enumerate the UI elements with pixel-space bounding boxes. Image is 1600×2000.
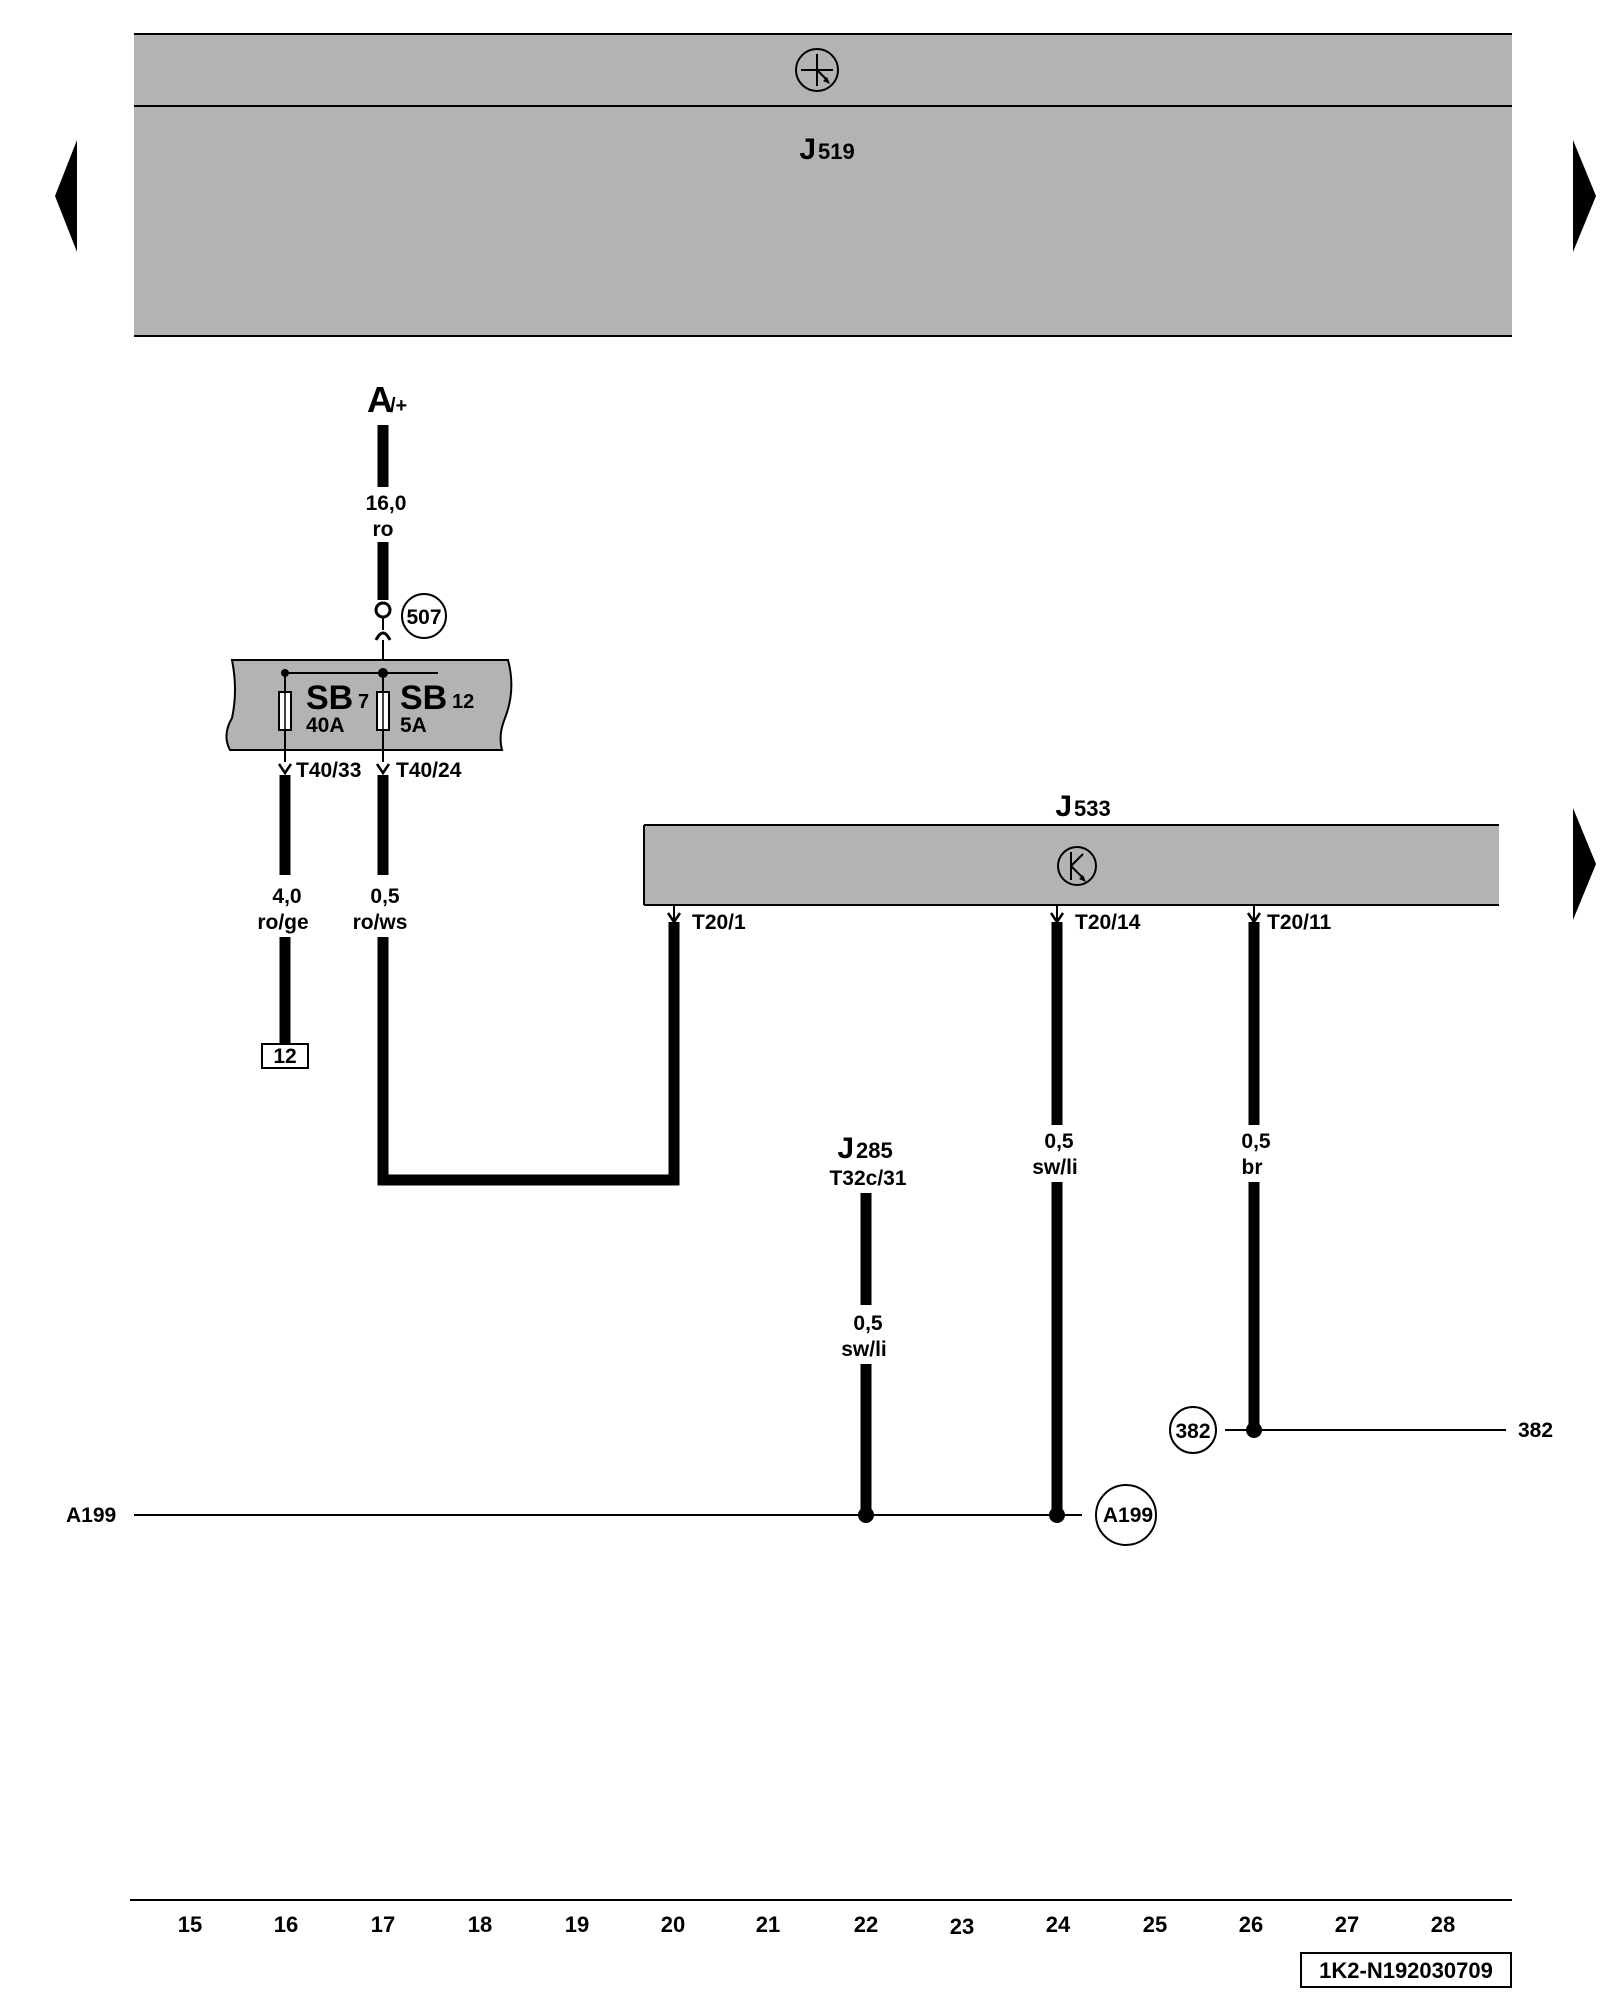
grid-number: 15 [178,1912,202,1937]
grid-scale: 15 16 17 18 19 20 21 22 23 24 25 26 27 2… [178,1912,1455,1939]
wire-color: sw/li [841,1338,887,1361]
junction-dot [858,1507,874,1523]
pin-label: T20/11 [1267,911,1332,934]
wire-color: ro/ge [257,911,308,934]
junction-dot [1049,1507,1065,1523]
connection-point-a199 [1095,1484,1157,1546]
pin-label: T40/24 [396,759,462,782]
connector-point-507 [401,593,447,639]
fuse-sb12-sub: 12 [452,691,474,713]
j533-label: J [1055,790,1072,823]
wire-size: 4,0 [272,885,301,908]
grid-number: 28 [1431,1912,1455,1937]
grid-number: 19 [565,1912,589,1937]
pin-arrow-icon [375,763,391,776]
connection-point-382 [1169,1406,1217,1454]
wire-sb12-to-j533 [377,922,680,1186]
j533-sub: 533 [1074,796,1111,821]
line-382-label: 382 [1518,1419,1553,1442]
wire-size: 0,5 [853,1312,883,1335]
pin-arrow-icon [277,763,293,776]
grid-number: 22 [854,1912,878,1937]
triangle-left-icon[interactable] [55,140,77,252]
j285-pin: T32c/31 [829,1167,906,1190]
grid-number: 25 [1143,1912,1167,1937]
wire-color: ro/ws [353,911,408,934]
connection-point-382-label: 382 [1175,1420,1210,1443]
line-a199-label: A199 [66,1504,116,1527]
reference-box-12 [261,1043,309,1069]
grid-number: 21 [756,1912,780,1937]
pin-label: T40/33 [296,759,361,782]
grid-number: 20 [661,1912,685,1937]
triangle-right-icon[interactable] [1573,140,1596,252]
grid-number: 18 [468,1912,492,1937]
fuse-sb7-rating: 40A [306,714,345,737]
grid-number: 16 [274,1912,298,1937]
fuse-sb7-label: SB [306,679,353,717]
terminal-point [374,601,392,619]
pin-label: T20/1 [692,911,746,934]
triangle-right-icon[interactable] [1573,808,1596,920]
wire-color: ro [373,518,394,541]
wire-size: 0,5 [1044,1130,1074,1153]
wire-size: 16,0 [366,492,407,515]
grid-number: 23 [950,1914,974,1939]
control-unit-star-icon [795,48,839,92]
fuse-holder-sb: SB 7 40A SB 12 5A [225,659,513,762]
j519-module: J 519 [134,33,1512,337]
connector-arc [374,631,392,641]
j285-label: J [837,1132,854,1165]
j533-module: J 533 [643,790,1499,906]
document-id: 1K2-N192030709 [1319,1958,1493,1983]
fuse-sb12-rating: 5A [400,714,427,737]
supply-label: A [367,379,393,420]
grid-number: 26 [1239,1912,1263,1937]
supply-sub: /+ [390,395,407,417]
connection-point-a199-label: A199 [1103,1504,1153,1527]
j285-sub: 285 [856,1138,893,1163]
wire-color: sw/li [1032,1156,1078,1179]
junction-dot [1246,1422,1262,1438]
document-id-box [1300,1952,1512,1988]
connector-point-507-label: 507 [406,606,441,629]
j519-label: J [799,133,816,166]
grid-number: 27 [1335,1912,1359,1937]
fuse-sb12-label: SB [400,679,447,717]
control-unit-k-icon [1057,846,1097,886]
reference-box-12-label: 12 [273,1045,296,1068]
fuse-sb7-sub: 7 [358,691,369,713]
wire-size: 0,5 [370,885,400,908]
grid-number: 24 [1046,1912,1071,1937]
pin-label: T20/14 [1075,911,1141,934]
wire-size: 0,5 [1241,1130,1271,1153]
j519-sub: 519 [818,139,855,164]
grid-number: 17 [371,1912,395,1937]
wire-color: br [1242,1156,1263,1179]
